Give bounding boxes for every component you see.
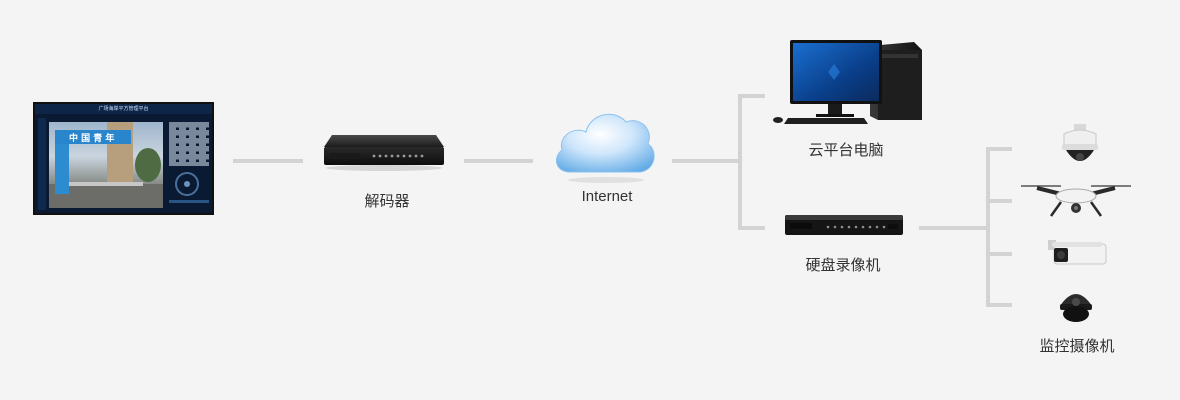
drone-icon — [1021, 185, 1131, 217]
monitor-gate-text: 中 国 青 年 — [69, 134, 115, 144]
mini-dome-camera-icon — [1060, 294, 1092, 322]
monitor-panel-bar — [169, 200, 209, 203]
decoder-icon — [324, 135, 444, 171]
desktop-computer-icon — [773, 40, 922, 124]
decoder-label: 解码器 — [364, 192, 410, 210]
dvr-label: 硬盘录像机 — [805, 256, 881, 274]
monitor-thumbnail-grid — [169, 122, 209, 166]
monitor-ptz-dial — [175, 172, 199, 196]
monitor-title-bar — [35, 104, 212, 114]
cameras-label: 监控摄像机 — [1039, 337, 1115, 355]
monitor-camera-feed: 中 国 青 年 — [49, 122, 163, 208]
cloud-icon — [555, 113, 655, 183]
dome-camera-icon — [1062, 124, 1098, 161]
monitor-icon: 广场海岸平方管理平台 中 国 青 年 — [33, 102, 214, 215]
monitor-screen-title: 广场海岸平方管理平台 — [98, 106, 149, 112]
internet-label: Internet — [581, 188, 633, 205]
bullet-camera-icon — [1048, 240, 1107, 265]
cloud-pc-label: 云平台电脑 — [808, 141, 884, 159]
dvr-icon — [785, 215, 903, 235]
monitor-side-panel — [38, 118, 46, 210]
